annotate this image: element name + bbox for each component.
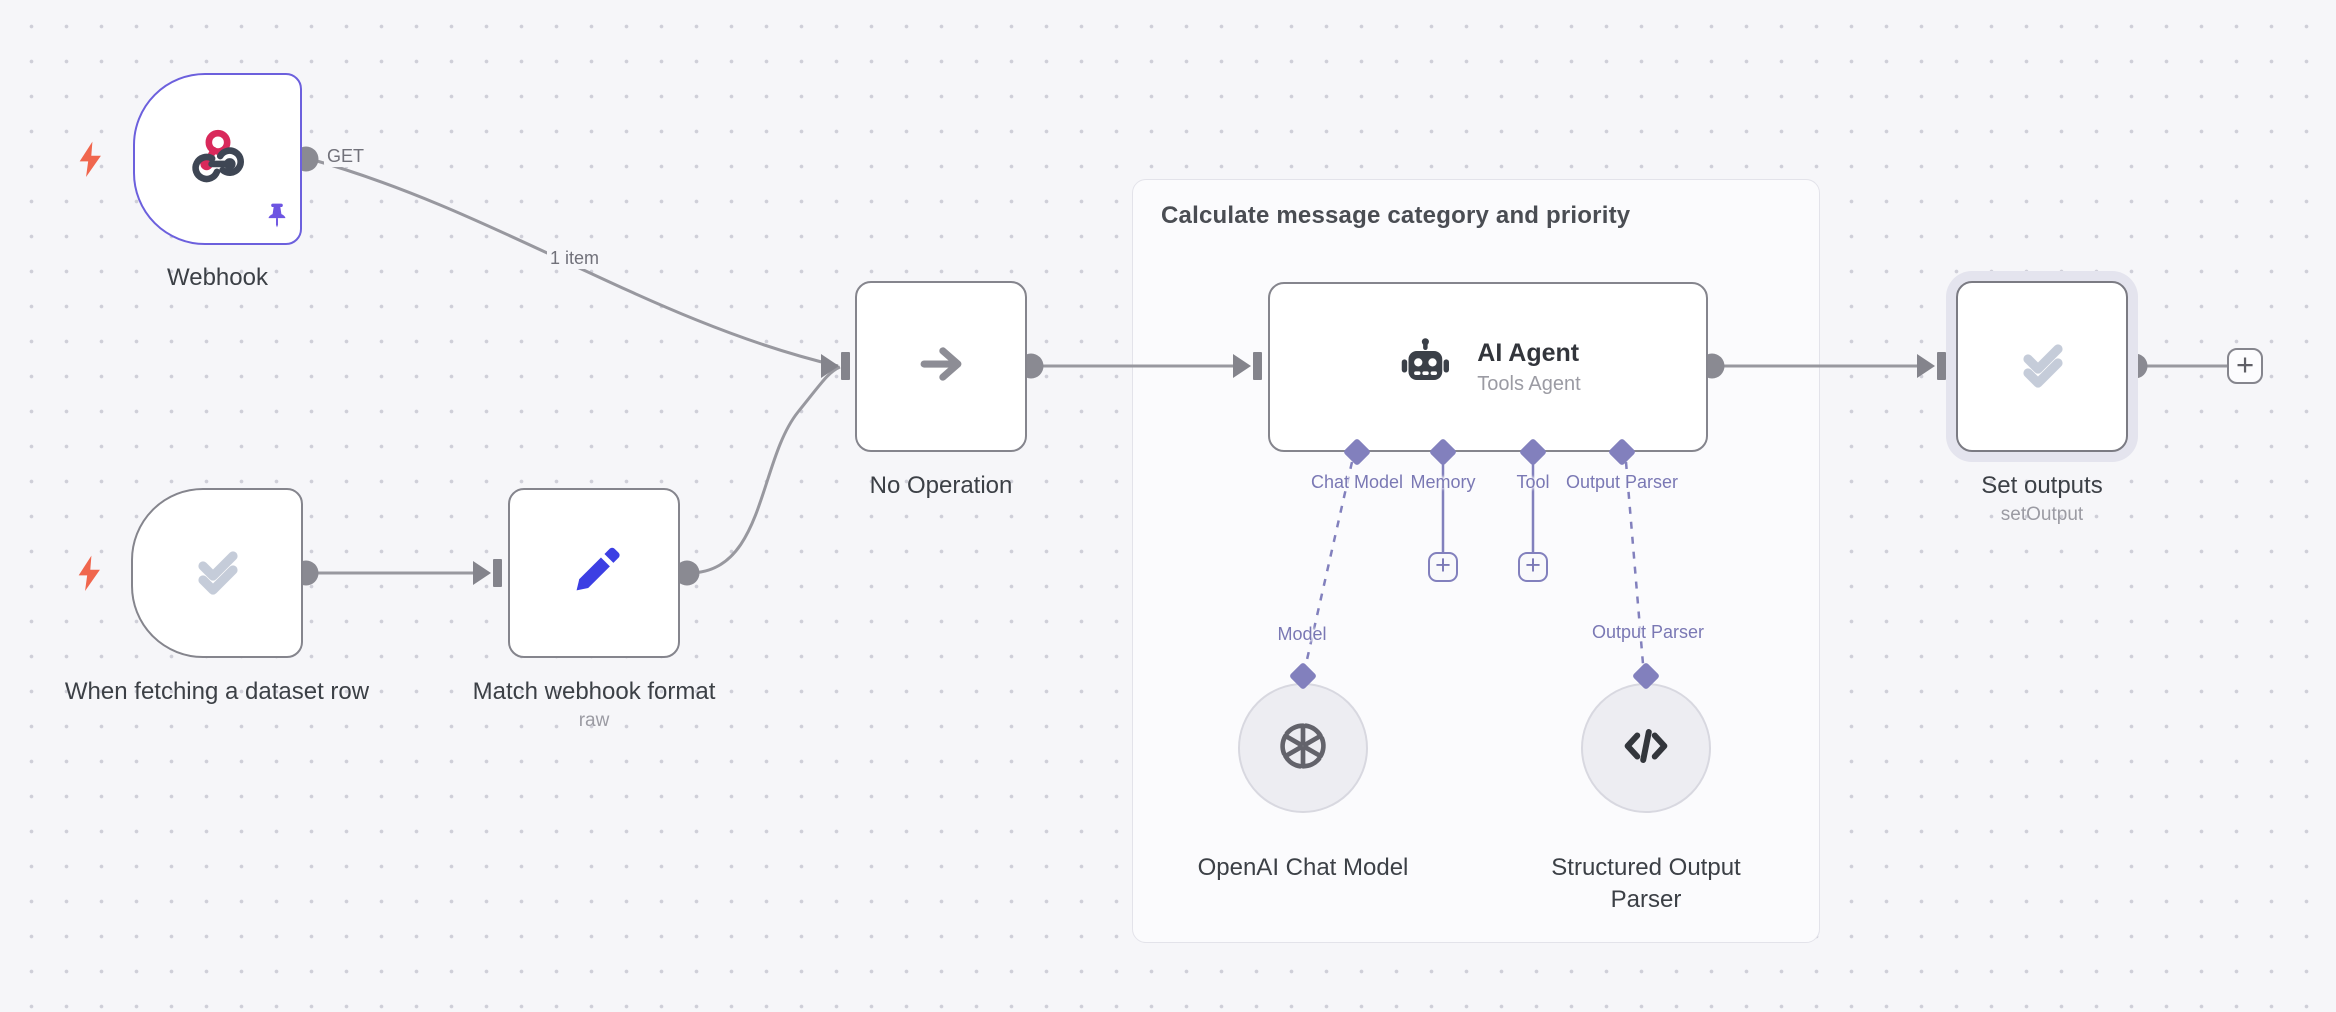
add-tool-button[interactable]: + bbox=[1518, 552, 1548, 582]
node-ai-agent-title: AI Agent bbox=[1477, 338, 1580, 367]
double-check-icon bbox=[2010, 332, 2074, 401]
webhook-icon bbox=[185, 124, 251, 195]
port-label-output-parser: Output Parser bbox=[1565, 472, 1679, 492]
node-set-outputs-subtitle: setOutput bbox=[2000, 504, 2084, 525]
group-title: Calculate message category and priority bbox=[1161, 202, 1631, 229]
input-port-match[interactable] bbox=[473, 559, 502, 587]
node-set-outputs[interactable] bbox=[1956, 281, 2128, 452]
port-label-tool: Tool bbox=[1516, 472, 1550, 492]
node-webhook-label: Webhook bbox=[167, 264, 268, 291]
output-port-setoutputs[interactable] bbox=[2122, 353, 2148, 379]
node-openai-chat-model[interactable] bbox=[1238, 683, 1368, 813]
port-label-chat-model: Chat Model bbox=[1310, 472, 1404, 492]
trigger-bolt-icon bbox=[73, 554, 107, 599]
wire-match-to-noop[interactable] bbox=[688, 365, 841, 575]
pencil-icon bbox=[563, 540, 625, 607]
node-match-format-subtitle: raw bbox=[578, 710, 610, 731]
double-check-icon bbox=[185, 539, 249, 608]
node-match-format[interactable] bbox=[508, 488, 680, 658]
subnode-port-label-model: Model bbox=[1277, 624, 1327, 644]
wire-outputparser-to-parser[interactable] bbox=[1624, 461, 1645, 665]
node-noop[interactable] bbox=[855, 281, 1027, 452]
plus-icon: + bbox=[1525, 550, 1541, 580]
trigger-bolt-icon bbox=[74, 140, 108, 185]
node-structured-output-parser[interactable] bbox=[1581, 683, 1711, 813]
node-ai-agent-subtitle: Tools Agent bbox=[1477, 372, 1581, 395]
code-brackets-icon bbox=[1618, 718, 1674, 779]
port-label-memory: Memory bbox=[1410, 472, 1476, 492]
input-port-setoutputs[interactable] bbox=[1917, 352, 1946, 380]
node-dataset-trigger[interactable] bbox=[131, 488, 303, 658]
input-port-noop[interactable] bbox=[821, 352, 850, 380]
pin-icon bbox=[264, 202, 290, 235]
add-next-node-button[interactable]: + bbox=[2227, 348, 2263, 384]
robot-icon bbox=[1395, 335, 1455, 400]
node-set-outputs-label: Set outputs bbox=[1981, 472, 2103, 499]
subnode-port-label-output-parser: Output Parser bbox=[1591, 622, 1705, 642]
input-port-agent[interactable] bbox=[1233, 352, 1262, 380]
wire-chatmodel-to-openai[interactable] bbox=[1304, 461, 1354, 665]
node-ai-agent[interactable]: AI Agent Tools Agent bbox=[1268, 282, 1708, 452]
node-match-format-label: Match webhook format bbox=[472, 678, 716, 705]
add-memory-button[interactable]: + bbox=[1428, 552, 1458, 582]
node-openai-chat-model-label: OpenAI Chat Model bbox=[1197, 854, 1409, 881]
edge-items-count-label: 1 item bbox=[547, 248, 603, 269]
node-dataset-trigger-label: When fetching a dataset row bbox=[64, 678, 370, 705]
node-webhook[interactable] bbox=[133, 73, 302, 245]
node-structured-output-parser-label: Structured Output Parser bbox=[1551, 854, 1741, 914]
node-noop-label: No Operation bbox=[869, 472, 1013, 499]
arrow-right-icon bbox=[911, 334, 971, 399]
output-port-match[interactable] bbox=[674, 560, 700, 586]
plus-icon: + bbox=[1435, 550, 1451, 580]
webhook-output-method-label: GET bbox=[324, 146, 368, 167]
plus-icon: + bbox=[2235, 347, 2255, 382]
openai-icon bbox=[1273, 716, 1333, 781]
